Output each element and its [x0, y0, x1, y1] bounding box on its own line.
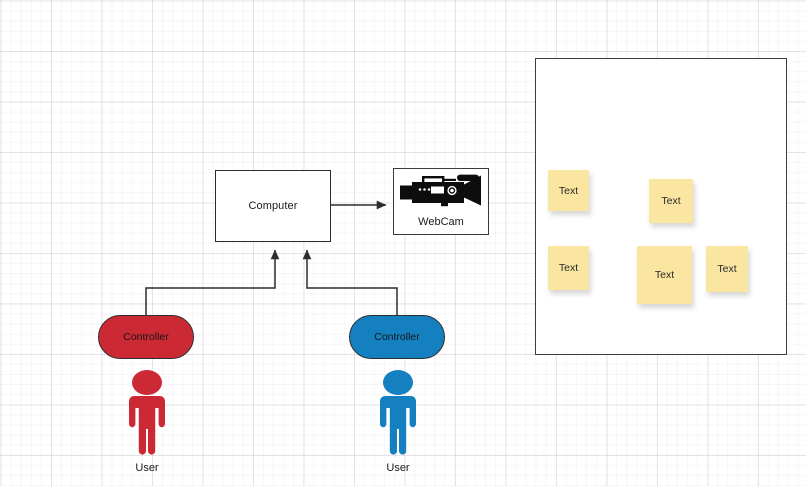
sticky-note[interactable]: Text: [706, 246, 748, 292]
node-computer-label: Computer: [248, 200, 298, 212]
edge-blue-controller-to-computer: [302, 249, 398, 315]
sticky-note[interactable]: Text: [637, 246, 692, 304]
node-user-blue-label: User: [386, 462, 410, 474]
sticky-note-label: Text: [717, 263, 737, 275]
video-camera-icon: [400, 174, 481, 207]
node-user-red-label: User: [135, 462, 159, 474]
node-computer[interactable]: Computer: [215, 170, 331, 242]
actor-person-icon: [380, 370, 416, 455]
sticky-note-label: Text: [558, 262, 579, 274]
edge-red-controller-to-computer: [145, 249, 280, 315]
sticky-note-label: Text: [661, 195, 681, 207]
node-controller-blue[interactable]: Controller: [349, 315, 445, 359]
sticky-note-label: Text: [558, 184, 579, 197]
node-user-red[interactable]: User: [116, 370, 178, 474]
node-webcam[interactable]: WebCam: [393, 168, 489, 235]
node-user-blue[interactable]: User: [367, 370, 429, 474]
node-controller-red-label: Controller: [123, 331, 169, 343]
sticky-note[interactable]: Text: [548, 170, 589, 211]
node-webcam-label: WebCam: [418, 216, 464, 228]
sticky-note[interactable]: Text: [649, 179, 693, 223]
node-controller-blue-label: Controller: [374, 331, 420, 343]
sticky-note-label: Text: [654, 269, 675, 281]
sticky-note[interactable]: Text: [548, 246, 589, 290]
actor-person-icon: [129, 370, 165, 455]
node-controller-red[interactable]: Controller: [98, 315, 194, 359]
